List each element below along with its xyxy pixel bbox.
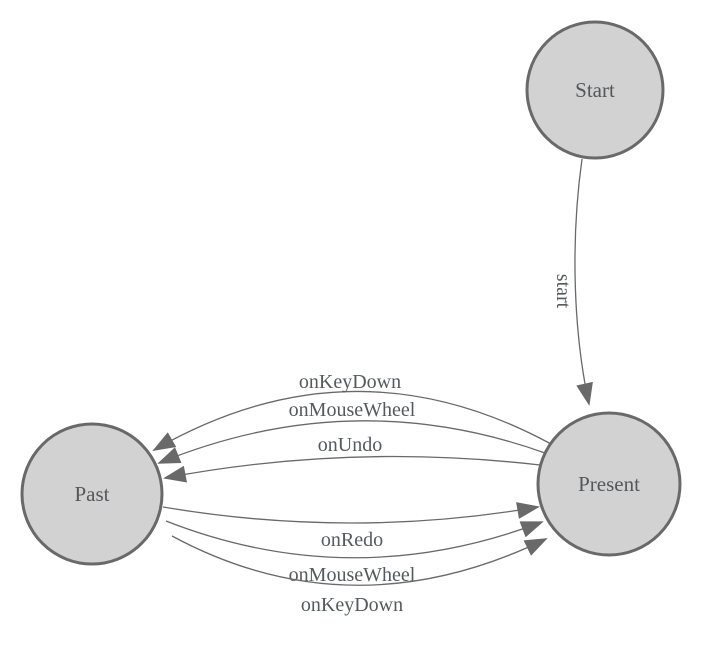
edges-layer: start onKeyDown onMouseWheel onUndo onRe… [152,158,593,616]
state-node-present: Present [536,411,682,557]
node-label-present: Present [578,472,640,496]
node-label-past: Past [74,482,109,506]
nodes-layer: Start Present Past [20,20,682,566]
edge-label-onkeydown-top: onKeyDown [299,371,401,393]
edge-past-to-present-onkeydown [171,535,548,586]
state-node-start: Start [525,20,665,160]
edge-label-onmousewheel-top: onMouseWheel [289,399,416,421]
edge-past-to-present-onmousewheel [165,520,544,559]
node-circle-start [525,20,665,160]
node-circle-past [20,422,164,566]
edge-present-to-past-onkeydown [152,390,552,451]
edge-label-onkeydown-bottom: onKeyDown [301,594,403,616]
edge-present-to-past-onmousewheel [157,420,546,464]
state-node-past: Past [20,422,164,566]
edge-label-onmousewheel-bottom: onMouseWheel [289,564,416,586]
edge-label-onundo: onUndo [318,434,382,456]
node-label-start: Start [575,78,615,102]
edge-present-to-past-onundo [163,455,541,483]
edge-start-to-present [574,158,593,406]
edge-label-start: start [552,274,574,309]
edge-past-to-present-onredo [162,502,540,524]
edge-label-onredo: onRedo [321,529,383,551]
node-circle-present [536,411,682,557]
